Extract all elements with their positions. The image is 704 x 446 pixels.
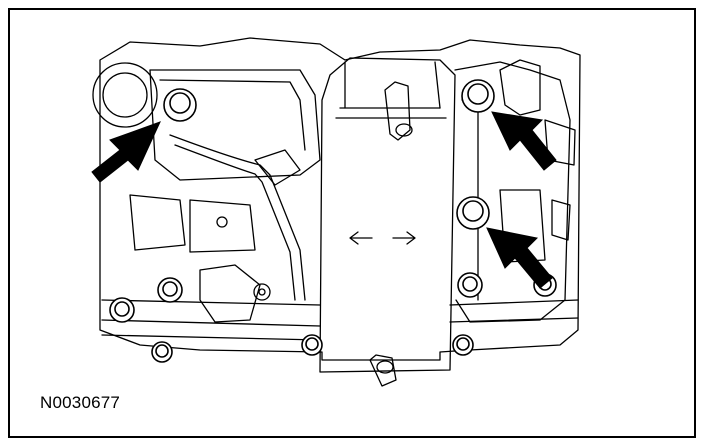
- callout-arrow-right-lower: [486, 227, 553, 289]
- bolt-lower-4: [301, 334, 323, 356]
- bolt-right-lower: [456, 196, 490, 230]
- dowel-pin-bottom: [369, 354, 397, 387]
- callout-arrow-right-upper: [491, 111, 557, 171]
- bolt-lower-6: [457, 272, 483, 298]
- figure-id-label: N0030677: [40, 393, 121, 412]
- wiring-harness: [169, 134, 306, 301]
- figure-frame: [8, 8, 696, 438]
- bolt-left-upper: [163, 88, 197, 122]
- bolt-lower-2: [157, 277, 183, 303]
- bolt-right-upper: [461, 79, 495, 113]
- dowel-pin-top: [384, 81, 411, 141]
- bolt-lower-3: [151, 341, 173, 363]
- casting-outline: [99, 37, 581, 361]
- bolt-lower-1: [109, 297, 135, 323]
- pulley-boss: [92, 62, 158, 128]
- callout-arrow-left: [91, 121, 161, 183]
- center-bracket: [319, 57, 456, 373]
- bolt-lower-5: [452, 334, 474, 356]
